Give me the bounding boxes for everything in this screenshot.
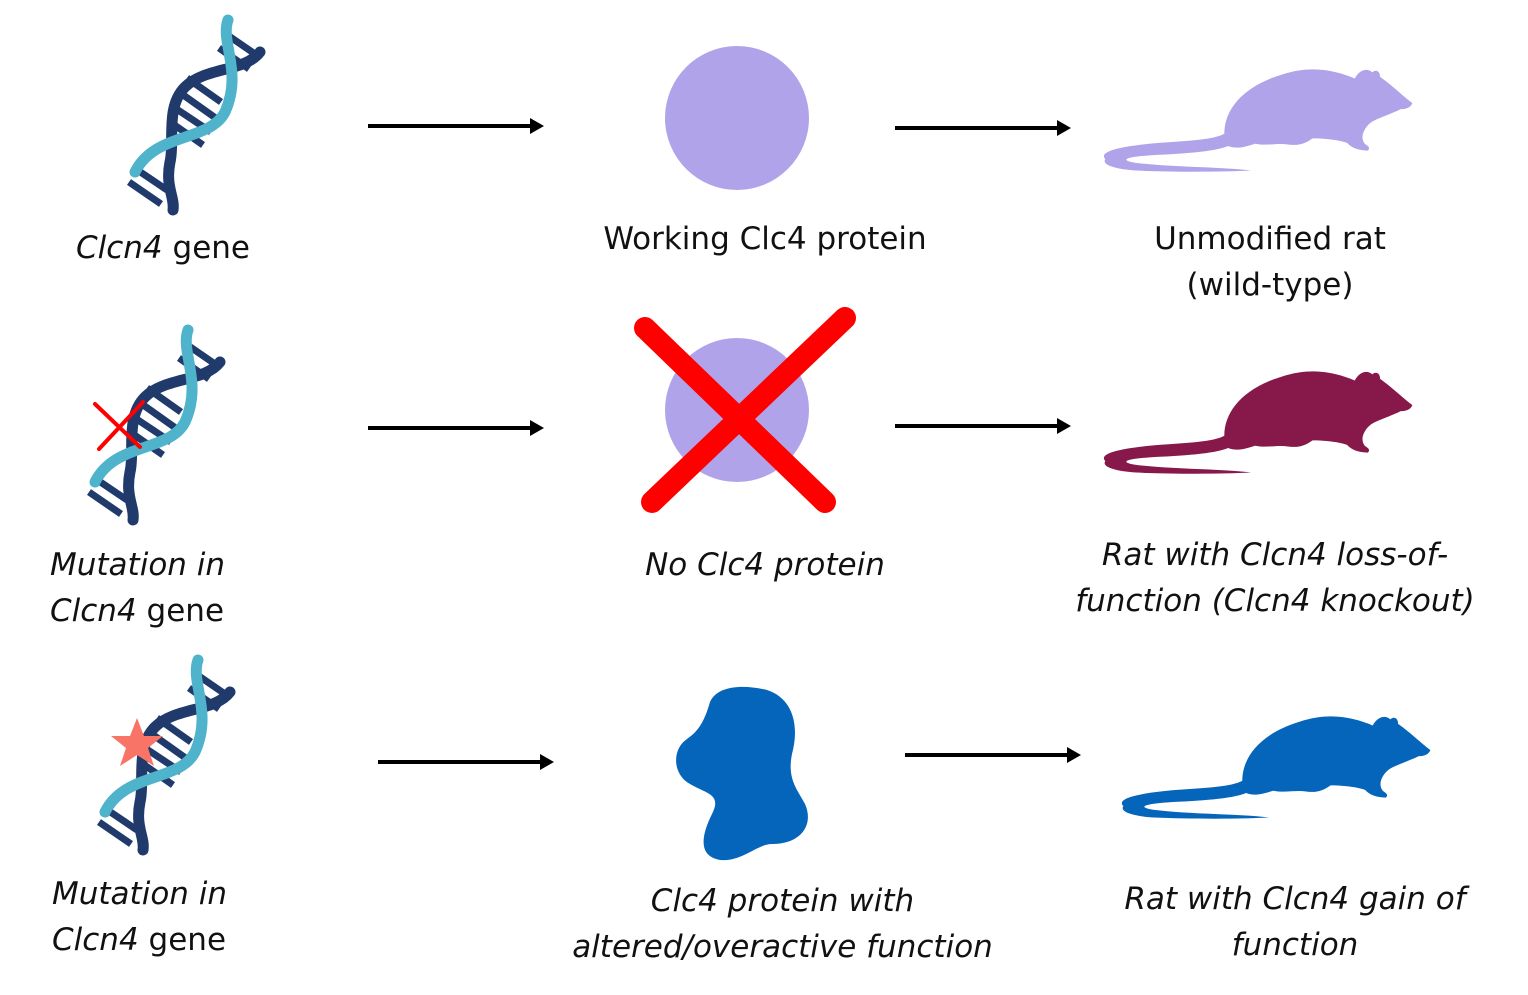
arrow-icon	[378, 754, 554, 770]
rat-label-3-line1: Rat with Clcn4 gain of	[1124, 881, 1466, 917]
protein-label-1: Working Clc4 protein	[603, 221, 927, 257]
protein-label-3-line2: altered/overactive function	[572, 929, 993, 965]
rat-label-1-line2: (wild-type)	[1186, 267, 1354, 303]
mutation-star-icon	[111, 718, 163, 766]
dna-icon	[65, 652, 265, 862]
arrow-icon	[895, 418, 1071, 434]
gene-label-3-line2: Clcn4 gene	[52, 922, 227, 958]
rat-label-1-line1: Unmodified rat	[1154, 221, 1386, 257]
gene-label-2-line1: Mutation in	[50, 547, 226, 583]
dna-icon	[95, 12, 295, 222]
arrow-icon	[905, 747, 1081, 763]
arrow-icon	[368, 420, 544, 436]
mutation-cross-icon	[93, 400, 145, 451]
gene-label-3-line1: Mutation in	[52, 876, 228, 912]
rat-label-3-line2: function	[1231, 927, 1359, 963]
working-protein-circle	[665, 46, 809, 190]
gene-label-1: Clcn4 gene	[75, 230, 250, 266]
dna-icon	[55, 322, 255, 532]
gain-of-function-rat-icon	[1121, 716, 1431, 819]
arrow-icon	[895, 120, 1071, 136]
altered-protein-blob	[676, 686, 808, 861]
knockout-rat-icon	[1103, 371, 1413, 474]
wild-type-rat-icon	[1103, 69, 1413, 172]
rat-label-2-line2: function (Clcn4 knockout)	[1075, 583, 1475, 619]
arrow-icon	[368, 118, 544, 134]
protein-label-3-line1: Clc4 protein with	[650, 883, 915, 919]
rat-label-2-line1: Rat with Clcn4 loss-of-	[1101, 537, 1449, 573]
red-cross-icon	[634, 307, 856, 513]
protein-label-2: No Clc4 protein	[645, 547, 885, 583]
gene-label-2-line2: Clcn4 gene	[50, 593, 225, 629]
